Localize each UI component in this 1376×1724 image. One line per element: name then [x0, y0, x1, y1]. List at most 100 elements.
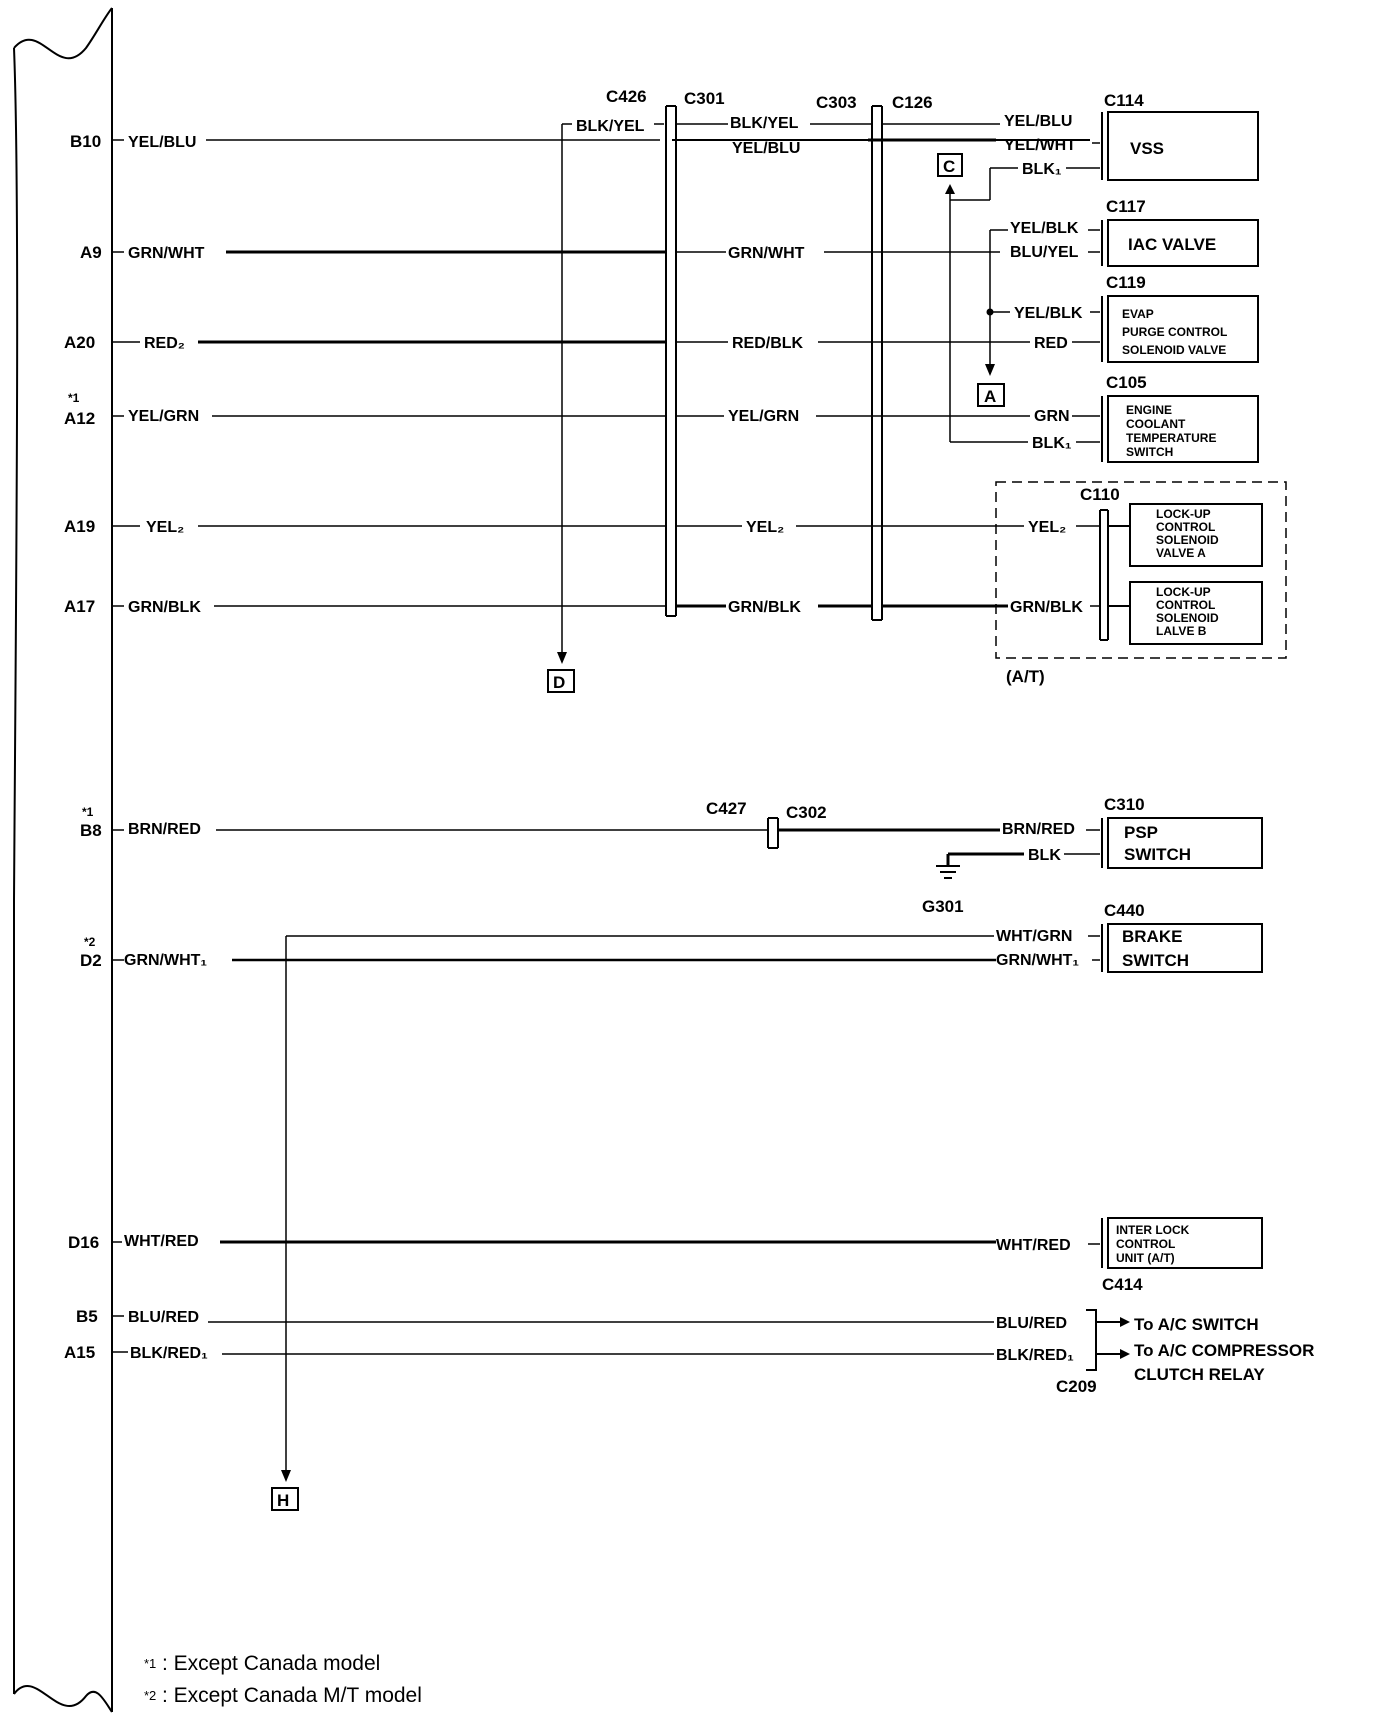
- connector-c110-label: C110: [1080, 485, 1120, 504]
- pin-d16: D16: [68, 1233, 99, 1252]
- ref-d: D: [553, 673, 565, 692]
- wire-label-wht-grn: WHT/GRN: [996, 928, 1072, 945]
- wire-label-grn-blk-mid: GRN/BLK: [728, 599, 801, 616]
- component-lockup-b-line1: LOCK-UP: [1156, 585, 1211, 599]
- component-vss: VSS: [1130, 139, 1164, 158]
- wire-label-red: RED: [1034, 335, 1068, 352]
- component-ect-line1: ENGINE: [1126, 403, 1172, 417]
- pin-b10: B10: [70, 132, 101, 151]
- pin-b8: B8: [80, 821, 102, 840]
- component-iac-valve: IAC VALVE: [1128, 235, 1216, 254]
- wire-label-grn-wht-mid: GRN/WHT: [728, 245, 805, 262]
- wire-label-blk-red1-right: BLK/RED₁: [996, 1347, 1074, 1364]
- connector-c110: [1099, 503, 1263, 645]
- at-label: (A/T): [1006, 667, 1045, 686]
- wire-label-grn-wht: GRN/WHT: [128, 245, 205, 262]
- wire-label-yel-blk-1: YEL/BLK: [1010, 220, 1079, 237]
- wire-label-wht-red-right: WHT/RED: [996, 1237, 1071, 1254]
- footnotes: *1 : Except Canada model *2 : Except Can…: [144, 1652, 422, 1707]
- wire-label-blk-red1: BLK/RED₁: [130, 1345, 208, 1362]
- connector-c117-label: C117: [1106, 197, 1146, 216]
- pin-a17: A17: [64, 597, 95, 616]
- wire-label-grn-wht1: GRN/WHT₁: [124, 952, 207, 969]
- row-d16: D16 WHT/RED WHT/RED: [68, 1233, 1100, 1254]
- pin-a19: A19: [64, 517, 95, 536]
- connector-c426: C426: [606, 87, 647, 106]
- wire-label-yel-grn: YEL/GRN: [128, 408, 199, 425]
- wire-label-blk-yel: BLK/YEL: [730, 115, 799, 132]
- pin-b5: B5: [76, 1307, 98, 1326]
- row-a12: *1 A12 YEL/GRN YEL/GRN: [64, 391, 1030, 428]
- connector-c426-c301: [665, 105, 677, 617]
- ref-a: A: [984, 387, 996, 406]
- pin-d2: D2: [80, 951, 102, 970]
- connector-c105-label: C105: [1106, 373, 1147, 392]
- wire-label-blk1-vss: BLK₁: [1022, 161, 1062, 178]
- component-psp-line1: PSP: [1124, 823, 1158, 842]
- footnote-2-text: : Except Canada M/T model: [162, 1684, 422, 1707]
- row-d2: *2 D2 GRN/WHT₁ GRN/WHT₁: [80, 935, 1100, 970]
- connector-c114: [1101, 111, 1259, 181]
- wire-label-yel-blu: YEL/BLU: [128, 134, 196, 151]
- component-interlock-line1: INTER LOCK: [1116, 1223, 1190, 1237]
- component-ect-line3: TEMPERATURE: [1126, 431, 1216, 445]
- footnote-1-mark: *1: [144, 1656, 156, 1671]
- ref-c: C: [943, 157, 955, 176]
- ground-g301: G301: [922, 897, 964, 916]
- component-psp-line2: SWITCH: [1124, 845, 1191, 864]
- connector-c310: [1101, 817, 1263, 869]
- wire-label-yel-blu-right: YEL/BLU: [1004, 113, 1072, 130]
- footnote-2-mark: *2: [144, 1688, 156, 1703]
- wire-label-blk-yel-tap: BLK/YEL: [576, 118, 645, 135]
- ecm-outline: [12, 7, 113, 1713]
- component-interlock-line2: CONTROL: [1116, 1237, 1175, 1251]
- wire-label-blk1-ect: BLK₁: [1032, 435, 1072, 452]
- pin-d2-footnote: *2: [84, 935, 96, 949]
- connector-c310-label: C310: [1104, 795, 1145, 814]
- connector-c209: [1086, 1309, 1124, 1371]
- row-a19: A19 YEL₂ YEL₂ YEL₂: [64, 517, 1100, 536]
- connector-c114-label: C114: [1104, 91, 1144, 110]
- wire-label-yel-blk-2: YEL/BLK: [1014, 305, 1083, 322]
- wire-label-yel-grn-mid: YEL/GRN: [728, 408, 799, 425]
- component-lockup-b-line4: LALVE B: [1156, 624, 1207, 638]
- component-lockup-a-line2: CONTROL: [1156, 520, 1215, 534]
- connector-c427-c302: [767, 817, 779, 849]
- component-ect-line4: SWITCH: [1126, 445, 1173, 459]
- wire-label-blk: BLK: [1028, 847, 1061, 864]
- pin-a15: A15: [64, 1343, 95, 1362]
- connector-c119-label: C119: [1106, 273, 1146, 292]
- connector-c303-c126: [871, 105, 883, 621]
- row-b8: *1 B8 BRN/RED BRN/RED: [80, 805, 1100, 840]
- wire-label-yel-blu-mid: YEL/BLU: [732, 140, 800, 157]
- wire-label-blu-red: BLU/RED: [128, 1309, 199, 1326]
- row-a17: A17 GRN/BLK GRN/BLK GRN/BLK: [64, 597, 1100, 616]
- connector-c414: [1101, 1217, 1263, 1269]
- wire-label-blu-red-right: BLU/RED: [996, 1315, 1067, 1332]
- component-lockup-b-line2: CONTROL: [1156, 598, 1215, 612]
- connector-c302: C302: [786, 803, 827, 822]
- component-evap-line3: SOLENOID VALVE: [1122, 343, 1226, 357]
- ref-h: H: [277, 1491, 289, 1510]
- connector-c126: C126: [892, 93, 933, 112]
- component-interlock-line3: UNIT (A/T): [1116, 1251, 1175, 1265]
- component-brake-line1: BRAKE: [1122, 927, 1182, 946]
- destination-ac-switch: To A/C SWITCH: [1134, 1315, 1259, 1334]
- wire-label-red2: RED₂: [144, 335, 185, 352]
- connector-c117: [1101, 219, 1259, 267]
- component-ect-line2: COOLANT: [1126, 417, 1186, 431]
- wire-label-yel2-mid: YEL₂: [746, 519, 784, 536]
- component-lockup-a-line3: SOLENOID: [1156, 533, 1219, 547]
- wire-label-yel2-right: YEL₂: [1028, 519, 1066, 536]
- wire-label-grn-blk-right: GRN/BLK: [1010, 599, 1083, 616]
- pin-a20: A20: [64, 333, 95, 352]
- component-lockup-a-line1: LOCK-UP: [1156, 507, 1211, 521]
- wire-label-red-blk: RED/BLK: [732, 335, 804, 352]
- connector-c440-label: C440: [1104, 901, 1145, 920]
- connector-c414-label: C414: [1102, 1275, 1143, 1294]
- connector-c209-label: C209: [1056, 1377, 1097, 1396]
- component-evap-line2: PURGE CONTROL: [1122, 325, 1227, 339]
- at-dashed-group: [995, 481, 1287, 659]
- wire-label-grn-blk: GRN/BLK: [128, 599, 201, 616]
